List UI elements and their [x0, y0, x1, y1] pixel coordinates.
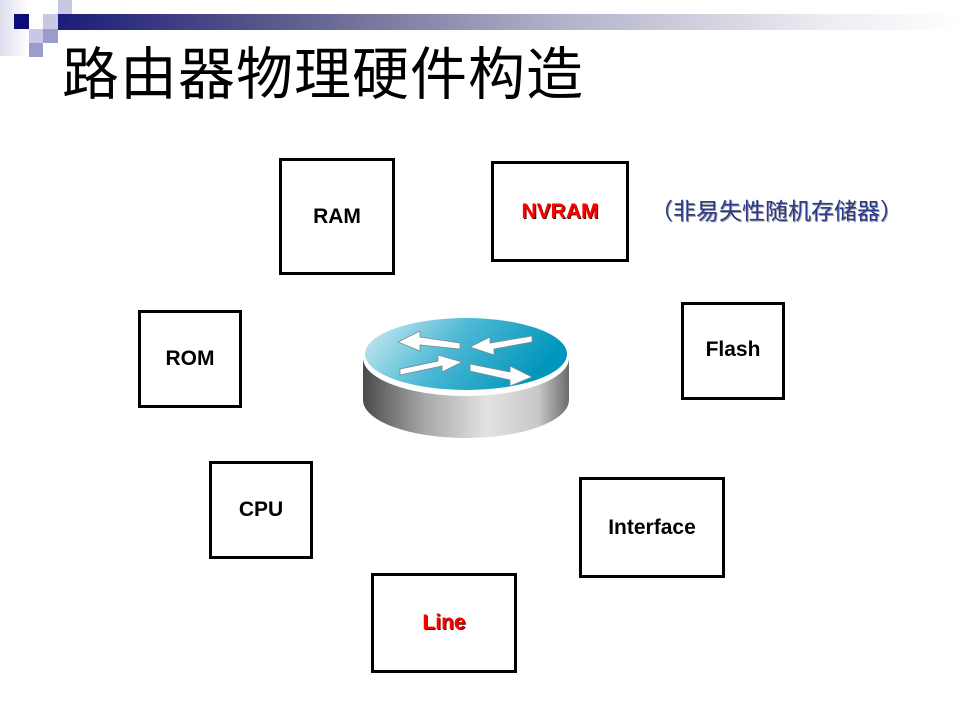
- component-box-rom: ROM: [138, 310, 242, 408]
- component-label: Line: [422, 611, 466, 634]
- slide-title: 路由器物理硬件构造: [62, 42, 584, 108]
- component-label: Interface: [608, 515, 696, 539]
- arrow-lower-left-icon: [399, 354, 464, 376]
- component-label: CPU: [238, 498, 284, 521]
- component-label: Flash: [705, 338, 761, 361]
- decorative-square: [43, 14, 58, 29]
- component-box-nvram: NVRAM: [491, 161, 629, 262]
- router-icon: [363, 318, 569, 438]
- decorative-square: [29, 29, 43, 43]
- component-box-cpu: CPU: [209, 461, 313, 559]
- component-box-interface: Interface: [579, 477, 725, 578]
- arrow-lower-right-icon: [469, 363, 533, 387]
- decorative-square: [58, 0, 72, 14]
- component-box-ram: RAM: [279, 158, 395, 275]
- arrow-upper-right-icon: [468, 335, 533, 356]
- nvram-note: （非易失性随机存储器）: [650, 199, 903, 225]
- router-top: [365, 318, 567, 390]
- component-box-flash: Flash: [681, 302, 785, 400]
- arrow-upper-left-icon: [397, 330, 461, 352]
- component-label: RAM: [313, 204, 361, 228]
- header-gradient-bar: [58, 14, 960, 30]
- component-label: ROM: [165, 347, 215, 370]
- component-label: NVRAM: [521, 199, 599, 223]
- decorative-square: [14, 14, 29, 29]
- component-box-line: Line: [371, 573, 517, 673]
- decorative-square: [29, 43, 43, 57]
- decorative-square: [43, 29, 58, 43]
- router-arrows: [397, 330, 533, 387]
